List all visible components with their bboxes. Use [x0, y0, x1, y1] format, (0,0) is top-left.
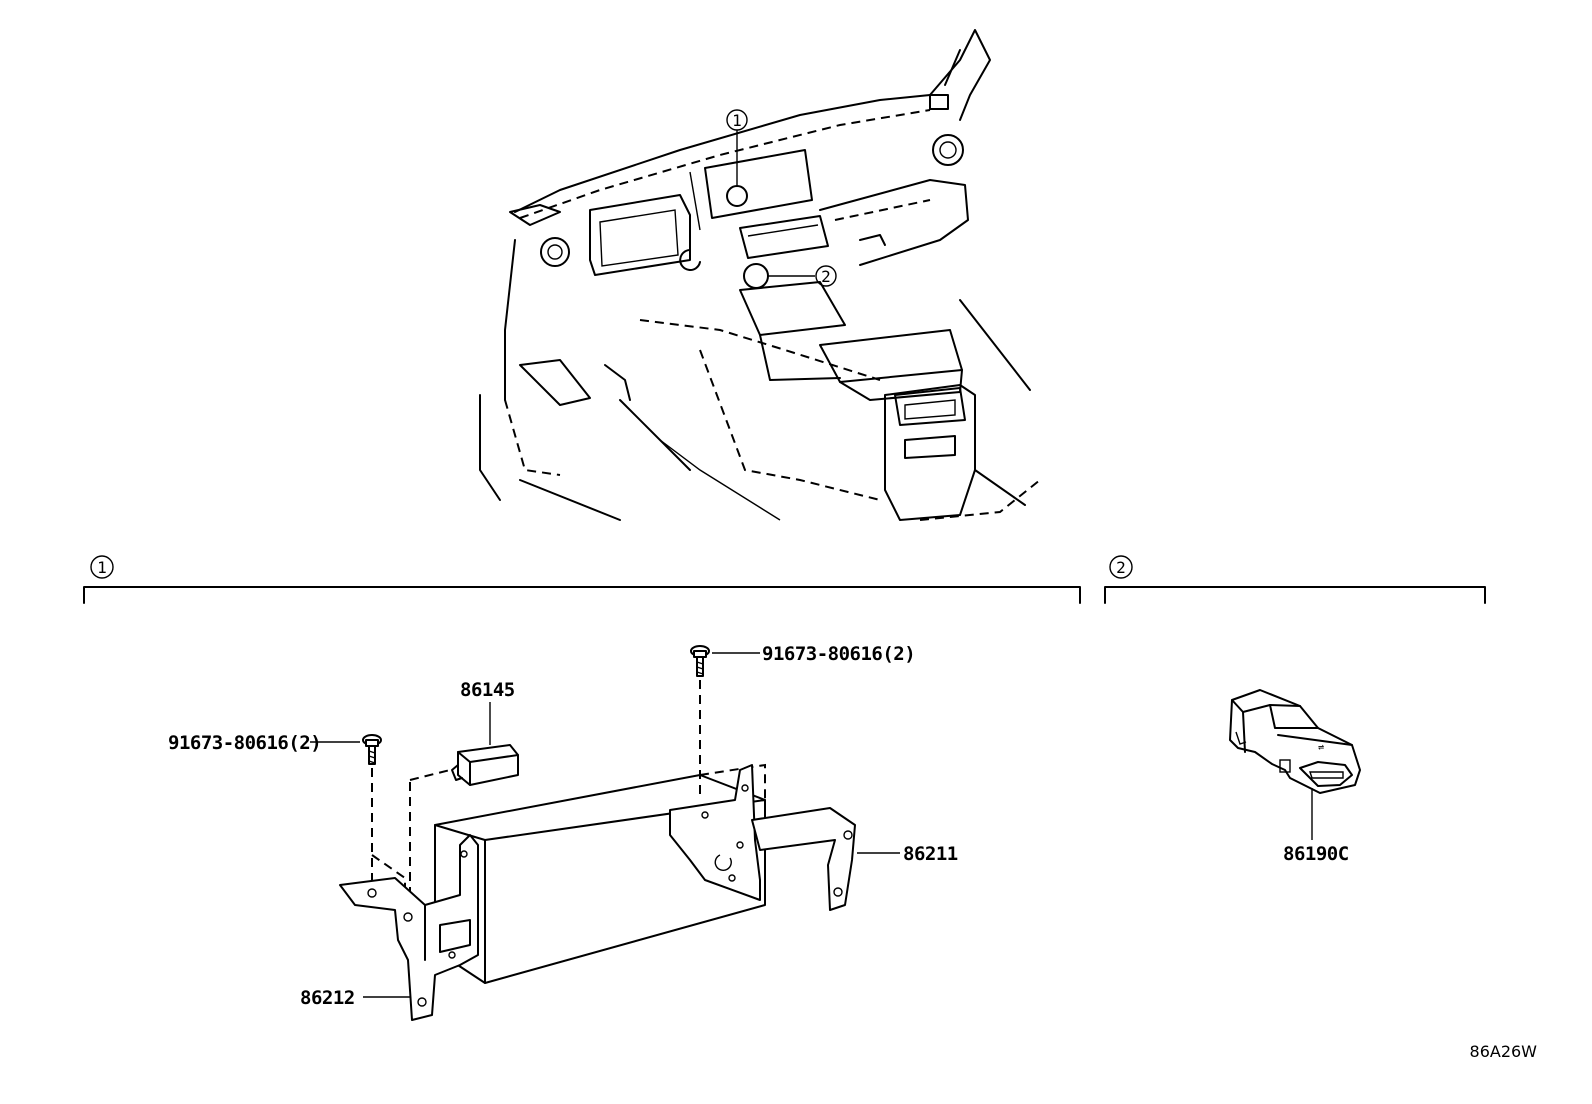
location-callout-2: 2 [815, 265, 837, 287]
diagram-reference-code: 86A26W [1470, 1042, 1538, 1061]
section-2-header: 2 [1104, 555, 1486, 604]
section-2-bracket [1104, 586, 1486, 604]
section-callout-circle [90, 555, 114, 579]
bolt-right-illustration [690, 645, 710, 800]
callout-circle [815, 265, 837, 287]
section-1-header: 1 [83, 555, 1081, 604]
part-label-module: 86145 [460, 679, 515, 701]
usb-unit-86190c-illustration: ⇌ [1229, 689, 1361, 794]
part-label-bracket-right: 86211 [903, 843, 958, 865]
usb-symbol-icon: ⇌ [1318, 742, 1324, 753]
part-label-bracket-left: 86212 [300, 987, 355, 1009]
module-86145-illustration [451, 744, 519, 786]
section-callout-number-2: 2 [1116, 558, 1126, 577]
location-marker-1 [726, 185, 748, 207]
location-callout-1: 1 [726, 109, 748, 131]
part-label-bolt-right: 91673-80616(2) [762, 643, 915, 665]
section-1-bracket [83, 586, 1081, 604]
dashboard-overview-illustration [479, 29, 1041, 521]
section-callout-circle [1109, 555, 1133, 579]
callout-number-1: 1 [732, 111, 742, 130]
bracket-right-illustration [669, 764, 856, 911]
part-label-usb-unit: 86190C [1283, 843, 1349, 865]
callout-circle [726, 109, 748, 131]
location-marker-2 [743, 263, 769, 289]
bracket-left-illustration [339, 834, 479, 1021]
part-label-bolt-left: 91673-80616(2) [168, 732, 321, 754]
callout-number-2: 2 [821, 267, 831, 286]
section-callout-number-1: 1 [97, 558, 107, 577]
